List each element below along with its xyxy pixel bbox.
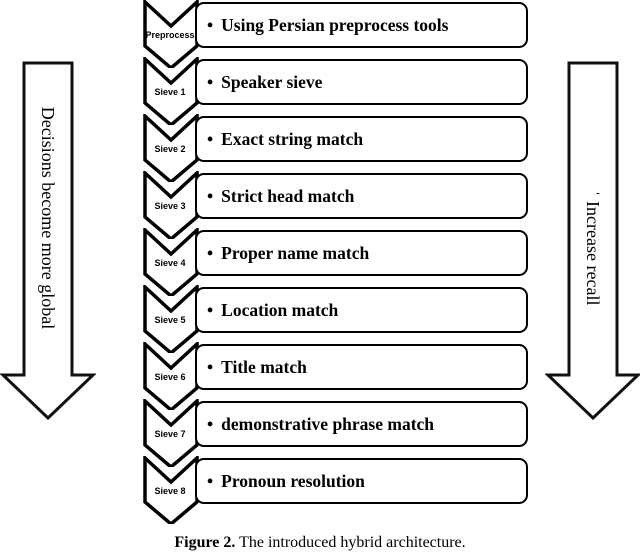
sieve-text-value: demonstrative phrase match [221,413,435,434]
stage-chevron [143,228,199,296]
sieve-text-value: Strict head match [221,185,355,206]
increase-recall-arrow: ˈ Increase recall [545,60,640,420]
sieve-box[interactable]: • Title match [195,344,528,390]
stage-label: Sieve 1 [154,87,186,97]
stage-label: Sieve 5 [154,315,186,325]
sieve-box[interactable]: • Speaker sieve [195,59,528,105]
sieve-text-value: Speaker sieve [221,71,323,92]
stage-label: Sieve 6 [154,372,186,382]
sieve-content: • Speaker sieve [197,72,322,93]
pipeline-row: Sieve 4 • Proper name match [143,228,533,296]
sieve-text-value: Exact string match [221,128,364,149]
stage-label: Sieve 2 [154,144,186,154]
pipeline-row: Sieve 7 • demonstrative phrase match [143,399,533,467]
sieve-box[interactable]: • Strict head match [195,173,528,219]
stage-chevron [143,399,199,467]
chevron-down-icon [143,456,199,524]
sieve-content: • Proper name match [197,243,369,264]
sieve-content: • Location match [197,300,338,321]
bullet-icon: • [207,128,214,149]
decisions-become-more-global-arrow: Decisions become more global [0,60,96,420]
stage-label: Sieve 3 [154,201,186,211]
stage-chevron [143,0,199,68]
chevron-down-icon [143,171,199,239]
stage-chevron [143,456,199,524]
pipeline-row: Sieve 6 • Title match [143,342,533,410]
pipeline-row: Preprocess • Using Persian preprocess too… [143,0,533,68]
pipeline-row: Sieve 2 • Exact string match [143,114,533,182]
chevron-down-icon [143,114,199,182]
stage-chevron [143,114,199,182]
down-arrow-icon [0,61,96,420]
bullet-icon: • [207,470,214,491]
bullet-icon: • [207,413,214,434]
stage-label: Sieve 8 [154,486,186,496]
sieve-content: • Using Persian preprocess tools [197,15,448,36]
sieve-text-value: Location match [221,299,339,320]
bullet-icon: • [207,356,214,377]
pipeline-row: Sieve 3 • Strict head match [143,171,533,239]
chevron-down-icon [143,342,199,410]
bullet-icon: • [207,71,214,92]
sieve-text-value: Using Persian preprocess tools [221,14,449,35]
figure-caption: Figure 2. The introduced hybrid architec… [0,534,640,552]
right-arrow-label: ˈ Increase recall [583,190,603,306]
sieve-box[interactable]: • Pronoun resolution [195,458,528,504]
stage-chevron [143,57,199,125]
sieve-box[interactable]: • Location match [195,287,528,333]
figure-caption-label: Figure 2. [174,534,236,551]
chevron-down-icon [143,0,199,68]
sieve-content: • Strict head match [197,186,354,207]
chevron-down-icon [143,57,199,125]
sieve-box[interactable]: • Using Persian preprocess tools [195,2,528,48]
stage-chevron [143,342,199,410]
sieve-content: • Pronoun resolution [197,471,365,492]
sieve-content: • Title match [197,357,307,378]
pipeline-row: Sieve 8 • Pronoun resolution [143,456,533,524]
down-arrow-icon [545,61,640,420]
pipeline-row: Sieve 1 • Speaker sieve [143,57,533,125]
sieve-content: • Exact string match [197,129,363,150]
sieve-content: • demonstrative phrase match [197,414,434,435]
chevron-down-icon [143,399,199,467]
bullet-icon: • [207,14,214,35]
chevron-down-icon [143,228,199,296]
stage-chevron [143,285,199,353]
sieve-box[interactable]: • Exact string match [195,116,528,162]
pipeline-row: Sieve 5 • Location match [143,285,533,353]
sieve-text-value: Proper name match [221,242,370,263]
bullet-icon: • [207,242,214,263]
sieve-pipeline: Preprocess • Using Persian preprocess too… [143,0,533,525]
chevron-down-icon [143,285,199,353]
left-arrow-label: Decisions become more global [38,106,58,330]
sieve-box[interactable]: • Proper name match [195,230,528,276]
stage-label: Preprocess [145,30,195,40]
figure-caption-text: The introduced hybrid architecture. [235,534,466,551]
bullet-icon: • [207,299,214,320]
stage-chevron [143,171,199,239]
bullet-icon: • [207,185,214,206]
sieve-box[interactable]: • demonstrative phrase match [195,401,528,447]
stage-label: Sieve 7 [154,429,186,439]
sieve-text-value: Pronoun resolution [221,470,365,491]
stage-label: Sieve 4 [154,258,186,268]
sieve-text-value: Title match [221,356,307,377]
